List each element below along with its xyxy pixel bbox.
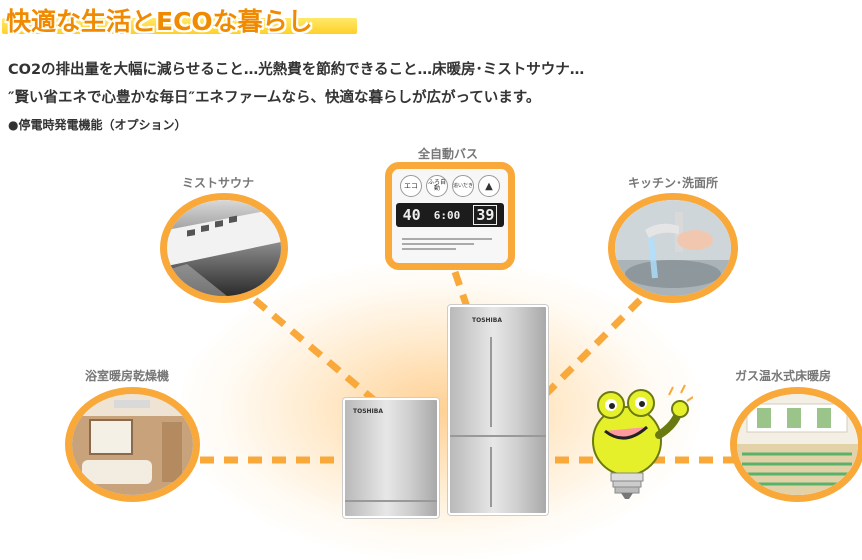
kitchen-photo <box>608 193 738 303</box>
remote-buttons: エコ ふろ自動 追いだき ▲ <box>400 175 500 197</box>
description-line-2: ″賢い省エネで心豊かな毎日″エネファームなら、快適な暮らしが広がっています。 <box>8 90 541 106</box>
remote-fine-print <box>402 235 492 257</box>
page-title: 快適な生活とECOな暮らし <box>6 7 313 36</box>
remote-up-icon: ▲ <box>478 175 500 197</box>
label-bath: 全自動バス <box>418 147 479 161</box>
line-mist <box>252 297 383 408</box>
mist-sauna-photo <box>160 193 288 303</box>
label-mist: ミストサウナ <box>182 176 255 190</box>
bath-remote-photo: エコ ふろ自動 追いだき ▲ 40 6:00 39 <box>385 162 515 270</box>
label-kitchen: キッチン･洗面所 <box>628 176 719 190</box>
connection-lines <box>200 270 738 464</box>
remote-reheat-button: 追いだき <box>452 175 474 197</box>
bathroom-dryer-photo <box>65 387 200 502</box>
label-dryer: 浴室暖房乾燥機 <box>85 369 170 383</box>
remote-display: 40 6:00 39 <box>396 203 504 227</box>
fuel-cell-small-unit: TOSHIBA <box>343 398 439 518</box>
remote-time: 6:00 <box>433 208 461 222</box>
frog-mascot-icon <box>592 384 693 499</box>
line-bath <box>451 270 472 312</box>
remote-auto-button: ふろ自動 <box>426 175 448 197</box>
floor-heating-photo <box>730 387 862 502</box>
option-note: ●停電時発電機能（オプション） <box>8 118 187 132</box>
title-highlight <box>2 18 357 34</box>
brand-logo-tall: TOSHIBA <box>472 317 502 324</box>
description-line-1: CO2の排出量を大幅に減らせること…光熱費を節約できること…床暖房･ミストサウナ… <box>8 62 585 78</box>
label-floor: ガス温水式床暖房 <box>735 369 832 383</box>
remote-eco-button: エコ <box>400 175 422 197</box>
remote-temp: 40 <box>402 206 421 224</box>
brand-logo-small: TOSHIBA <box>353 408 383 415</box>
remote-level: 39 <box>473 205 498 225</box>
fuel-cell-tall-unit: TOSHIBA <box>448 305 548 515</box>
